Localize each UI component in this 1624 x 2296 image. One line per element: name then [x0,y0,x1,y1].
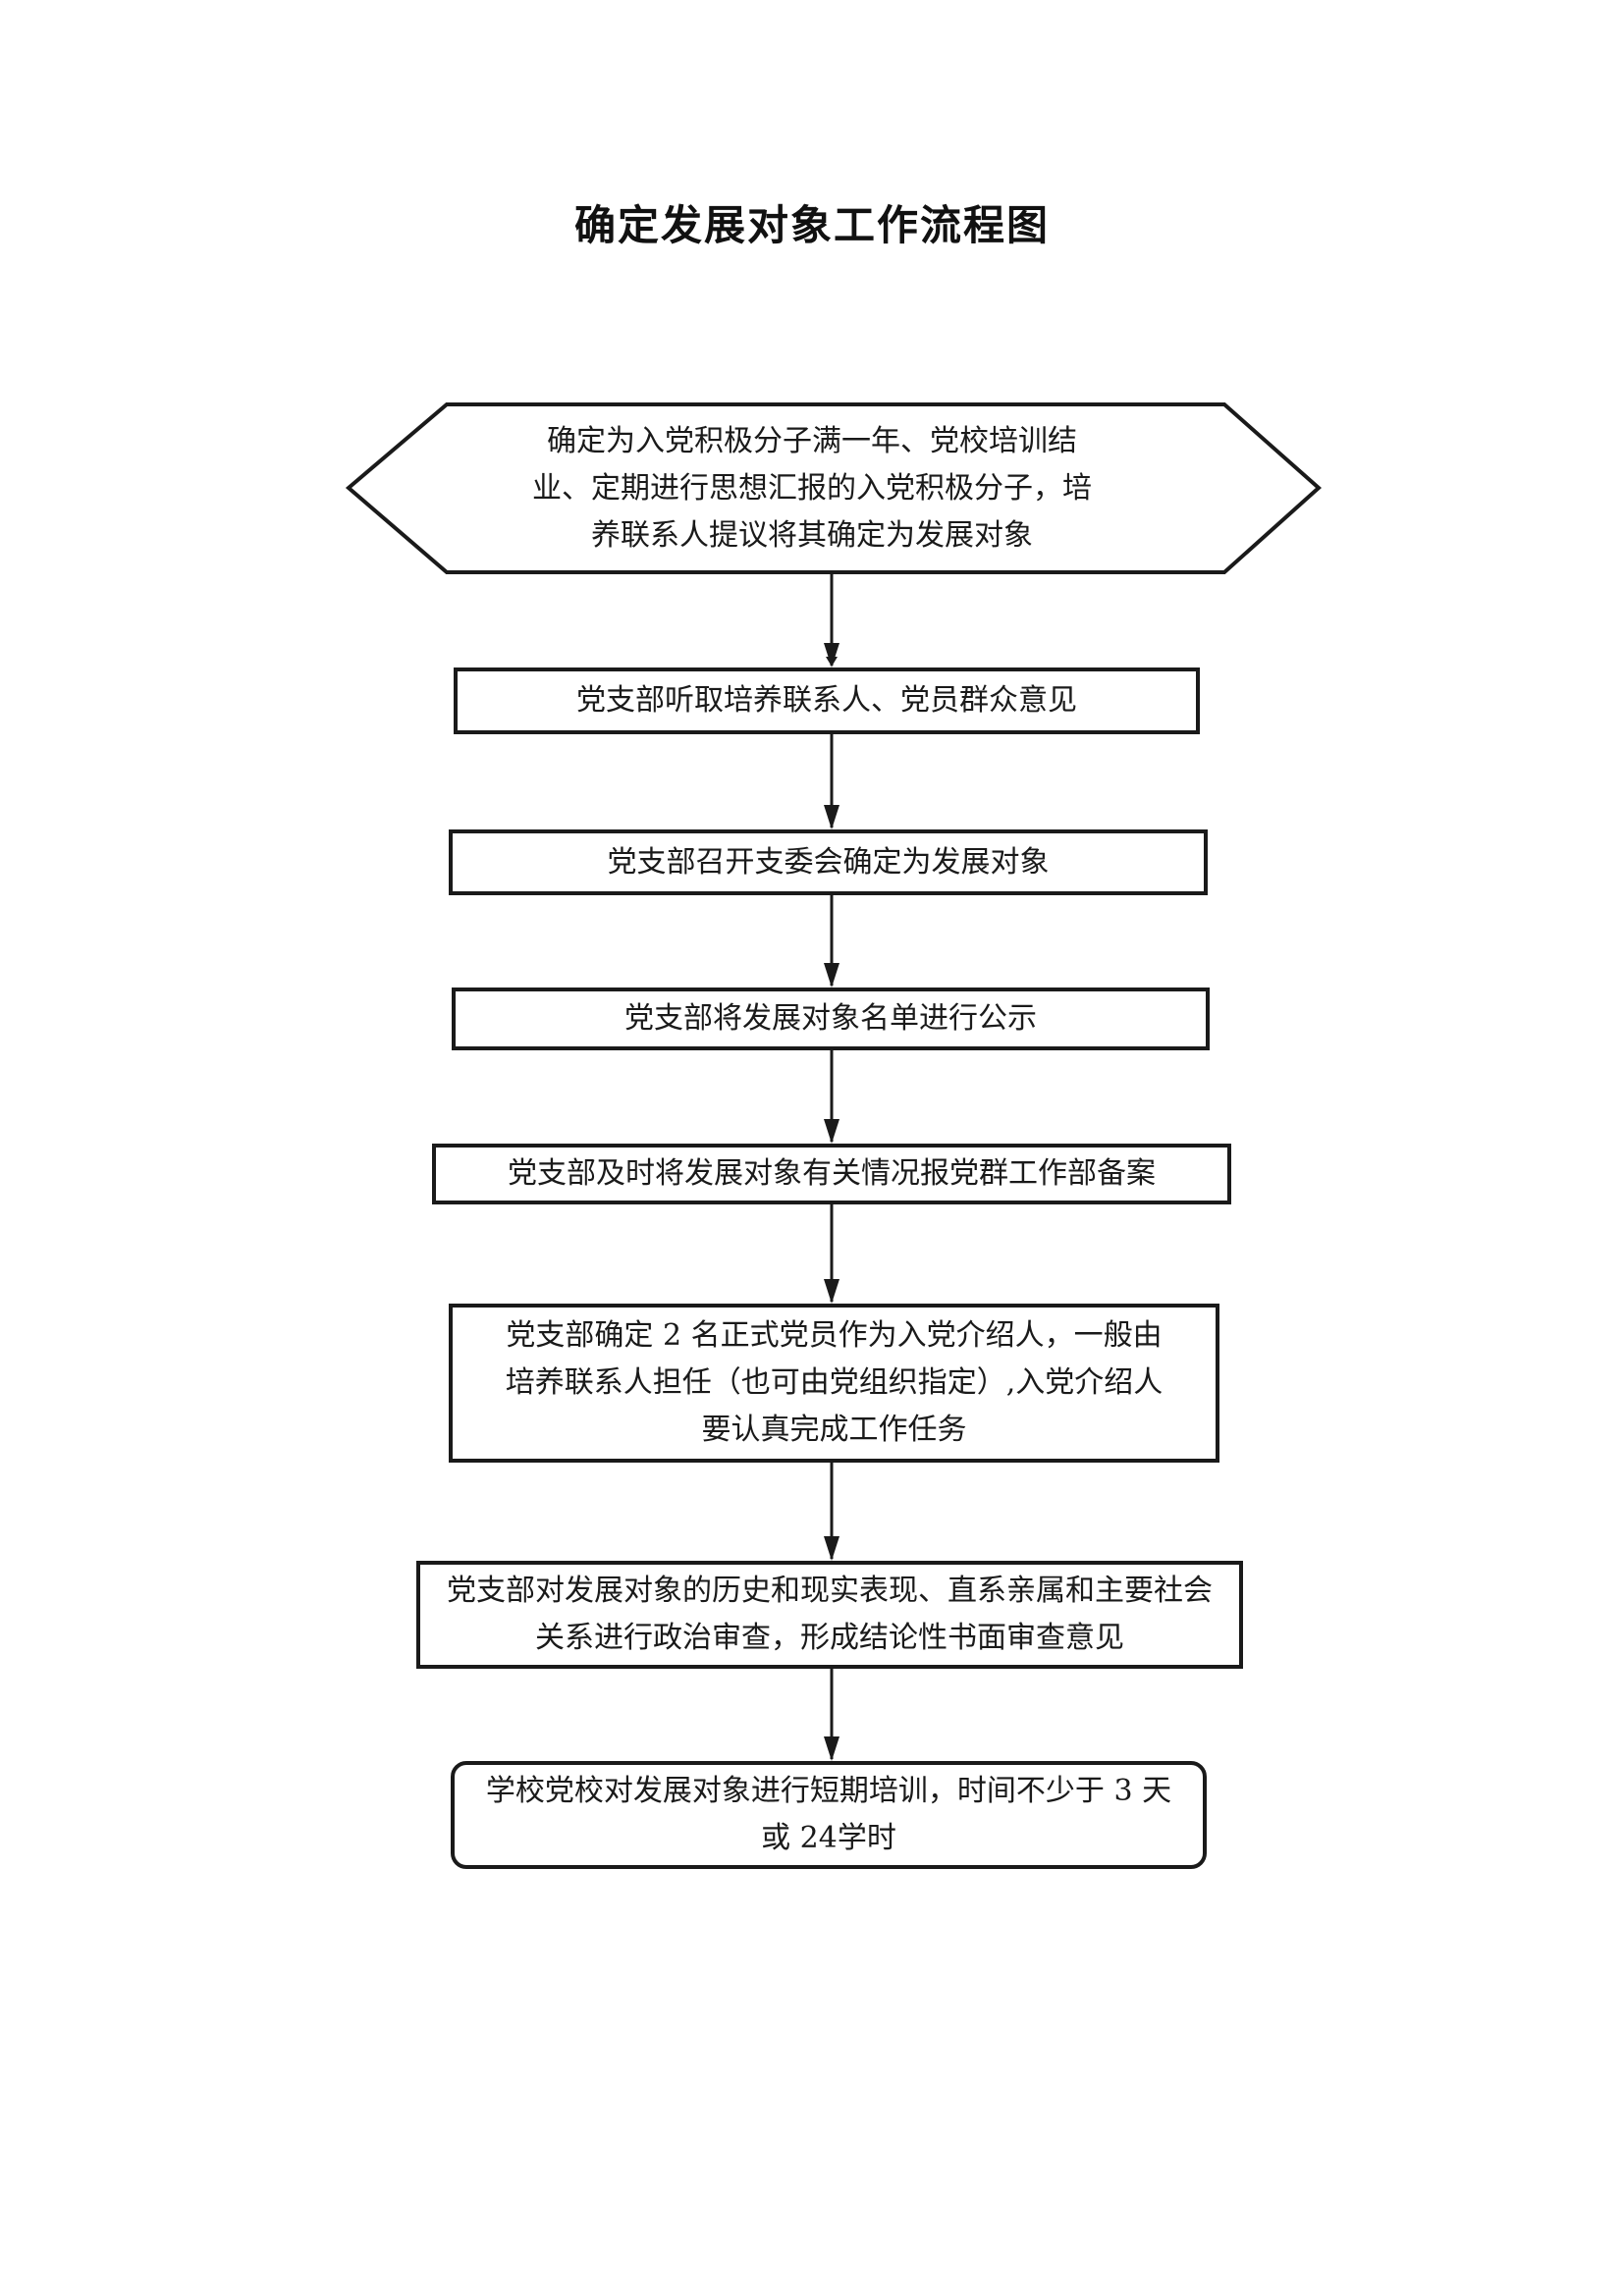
step-node: 党支部将发展对象名单进行公示 [452,988,1210,1050]
page-title: 确定发展对象工作流程图 [573,201,1050,249]
start-hexagon-shape [345,402,1323,574]
step-text: 党支部及时将发展对象有关情况报党群工作部备案 [508,1156,1156,1191]
step-text: 党支部听取培养联系人、党员群众意见 [576,683,1077,718]
arrow-head-icon [824,1536,839,1561]
arrow-head-icon [824,1119,839,1144]
arrow-head-icon [824,1279,839,1304]
arrow-head-icon [824,805,839,829]
step-node: 党支部确定 2 名正式党员作为入党介绍人，一般由培养联系人担任（也可由党组织指定… [449,1304,1219,1463]
end-node: 学校党校对发展对象进行短期培训，时间不少于 3 天或 24学时 [451,1761,1207,1869]
arrow-head-icon [824,1736,839,1761]
step-text: 党支部将发展对象名单进行公示 [624,1001,1037,1036]
step-text: 党支部对发展对象的历史和现实表现、直系亲属和主要社会关系进行政治审查，形成结论性… [447,1574,1213,1655]
step-text: 党支部召开支委会确定为发展对象 [607,844,1050,880]
arrow-head-icon [824,643,839,667]
step-node: 党支部召开支委会确定为发展对象 [449,829,1208,895]
step-text: 党支部确定 2 名正式党员作为入党介绍人，一般由培养联系人担任（也可由党组织指定… [505,1318,1164,1447]
step-node: 党支部对发展对象的历史和现实表现、直系亲属和主要社会关系进行政治审查，形成结论性… [416,1561,1243,1669]
step-node: 党支部听取培养联系人、党员群众意见 [454,667,1200,734]
start-node: 确定为入党积极分子满一年、党校培训结业、定期进行思想汇报的入党积极分子，培养联系… [491,404,1133,572]
end-node-text: 学校党校对发展对象进行短期培训，时间不少于 3 天或 24学时 [485,1774,1172,1855]
arrow-head-icon [824,963,839,988]
step-node: 党支部及时将发展对象有关情况报党群工作部备案 [432,1144,1231,1204]
start-node-text: 确定为入党积极分子满一年、党校培训结业、定期进行思想汇报的入党积极分子，培养联系… [532,423,1092,553]
